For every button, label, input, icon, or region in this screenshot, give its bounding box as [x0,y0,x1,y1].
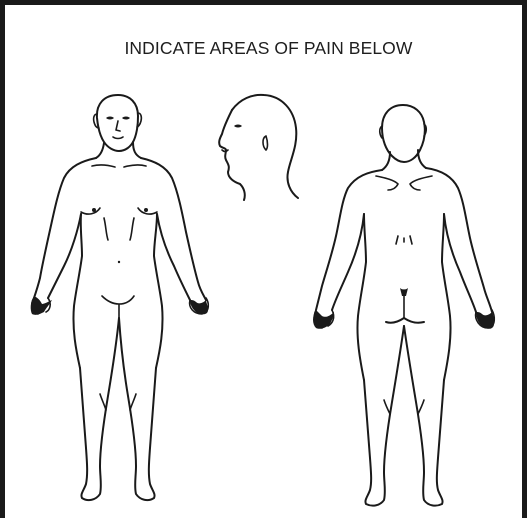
front-collarbone-left [92,165,115,167]
side-head-outline [232,95,298,198]
front-right-eye [122,117,130,120]
front-mouth [113,137,123,139]
back-lower-dimple-right [410,236,412,244]
front-collarbone-right [124,165,146,167]
back-knee-left [384,400,390,414]
front-nose [116,121,120,131]
front-left-arm-inner [48,214,81,298]
front-knee-right [130,394,136,410]
front-leg-left-outer [80,318,119,500]
back-lower-dimple-left [396,236,398,244]
back-buttocks-crease [386,318,424,323]
front-body-right-side [141,158,206,300]
side-ear [263,136,268,150]
front-neck-left [96,143,104,158]
back-neck-left [382,152,390,170]
back-leg-right-outer [404,326,444,506]
back-body-left-side [316,170,382,310]
side-eye [234,125,242,128]
front-left-eye [106,117,114,120]
back-right-scapula [410,176,432,190]
back-body-right-side [426,168,492,312]
front-leg-right-outer [119,318,156,500]
side-head-figure[interactable] [219,95,298,200]
back-left-scapula [376,176,398,190]
front-left-nipple [92,208,96,212]
back-knee-right [418,400,424,414]
front-neck-right [133,142,141,158]
back-leg-left-outer [364,326,404,506]
front-right-nipple [144,208,148,212]
back-left-hand [313,310,334,329]
front-body-figure[interactable] [31,95,209,500]
side-face-profile [219,110,245,200]
front-body-left-side [34,158,96,298]
front-knee-left [100,394,106,410]
front-navel [118,261,120,263]
front-torso-right [154,214,163,368]
front-groin [102,296,134,318]
front-abdomen-line-right [130,218,134,240]
back-body-figure[interactable] [313,105,494,506]
front-abdomen-line-left [104,218,108,240]
back-right-arm-inner [444,214,476,312]
front-chest-left [81,208,100,214]
